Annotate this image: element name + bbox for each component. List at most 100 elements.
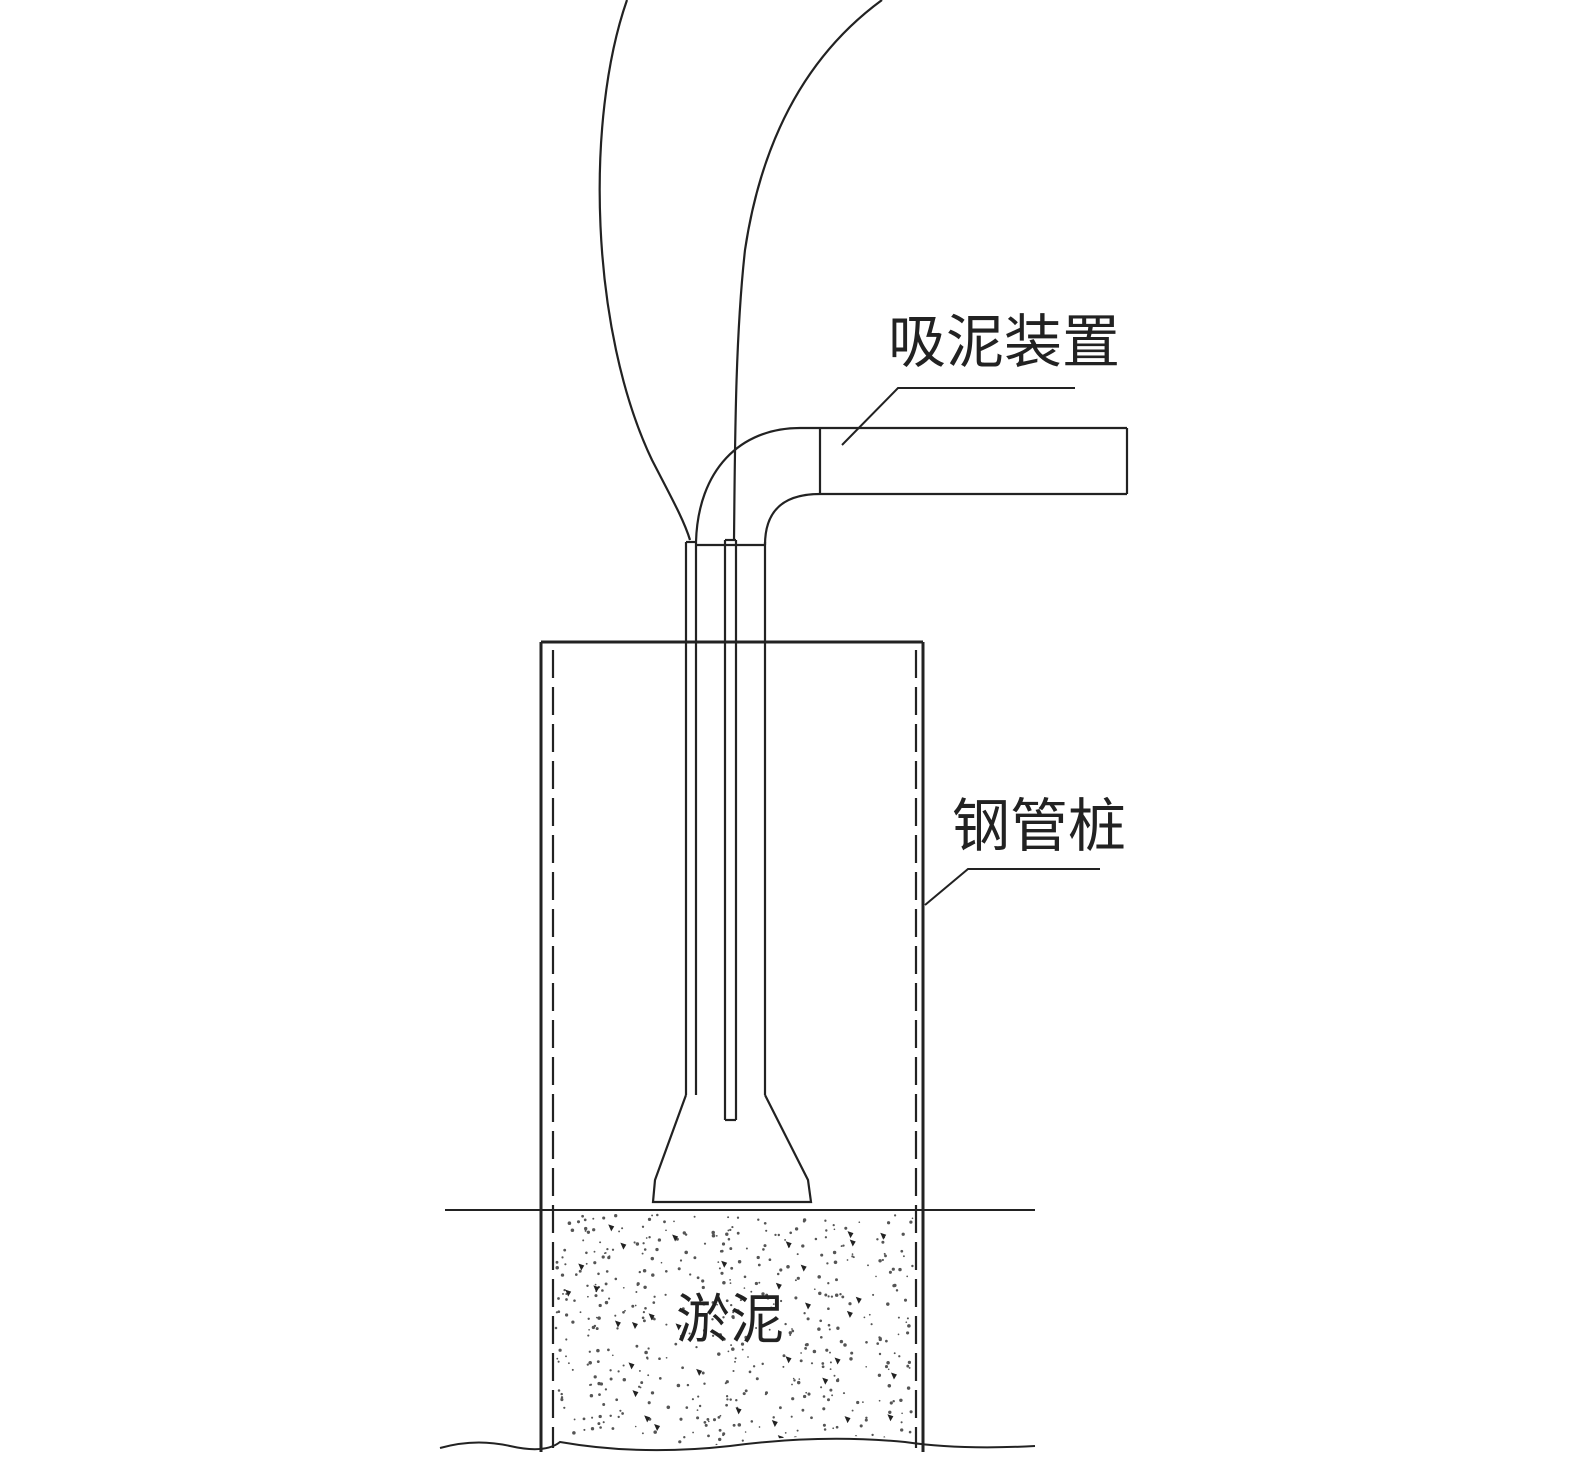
silt-speckle (651, 1273, 655, 1277)
silt-speckle (823, 1428, 827, 1431)
silt-speckle (562, 1292, 564, 1295)
silt-speckle (621, 1227, 624, 1230)
silt-speckle (584, 1229, 587, 1232)
silt-speckle (606, 1247, 609, 1251)
silt-fleck (847, 1231, 854, 1239)
label-silt: 淤泥 (676, 1288, 784, 1351)
silt-speckle (564, 1263, 567, 1266)
silt-speckle (747, 1356, 749, 1358)
silt-speckle (827, 1295, 830, 1298)
silt-speckle (693, 1256, 697, 1260)
silt-speckle (725, 1232, 729, 1236)
silt-speckle (682, 1231, 686, 1235)
silt-speckle (616, 1327, 619, 1330)
silt-speckle (702, 1302, 706, 1306)
silt-speckle (653, 1430, 657, 1434)
silt-speckle (695, 1345, 698, 1349)
silt-speckle (794, 1279, 797, 1282)
silt-speckle (560, 1273, 565, 1277)
silt-speckle (641, 1316, 645, 1320)
silt-speckle (730, 1344, 733, 1347)
silt-speckle (906, 1331, 910, 1335)
silt-speckle (604, 1251, 607, 1254)
silt-speckle (650, 1256, 655, 1261)
silt-speckle (596, 1348, 600, 1353)
silt-speckle (788, 1331, 792, 1335)
silt-speckle (796, 1276, 800, 1280)
silt-speckle (886, 1361, 890, 1365)
silt-speckle (683, 1436, 686, 1439)
silt-speckle (565, 1298, 568, 1301)
silt-fleck (644, 1415, 651, 1423)
silt-speckle (598, 1414, 602, 1419)
silt-speckle (794, 1227, 799, 1231)
silt-speckle (898, 1267, 902, 1272)
silt-speckle (589, 1393, 594, 1398)
silt-speckle (647, 1347, 650, 1350)
silt-speckle (881, 1240, 885, 1244)
silt-speckle (825, 1229, 828, 1232)
silt-speckle (757, 1263, 761, 1267)
silt-speckle (614, 1214, 618, 1218)
silt-speckle (784, 1432, 787, 1434)
silt-speckle (741, 1348, 744, 1351)
silt-speckle (567, 1362, 570, 1365)
silt-speckle (563, 1288, 566, 1292)
silt-speckle (835, 1425, 839, 1429)
silt-speckle (663, 1220, 666, 1224)
silt-speckle (791, 1397, 795, 1401)
silt-speckle (660, 1261, 663, 1264)
silt-speckle (722, 1281, 726, 1285)
silt-speckle (906, 1317, 909, 1320)
silt-speckle (696, 1409, 699, 1411)
silt-speckle (780, 1299, 783, 1303)
silt-speckle (743, 1275, 747, 1279)
silt-speckle (839, 1293, 842, 1296)
silt-fleck (849, 1239, 856, 1247)
silt-speckle (810, 1416, 813, 1420)
silt-speckle (886, 1302, 890, 1306)
silt-speckle (563, 1248, 567, 1252)
silt-fleck (887, 1414, 894, 1422)
silt-speckle (665, 1356, 668, 1359)
silt-speckle (850, 1351, 854, 1355)
silt-speckle (741, 1439, 744, 1442)
silt-speckle (822, 1423, 826, 1427)
silt-speckle (893, 1214, 897, 1217)
silt-speckle (595, 1316, 598, 1319)
silt-speckle (877, 1373, 882, 1377)
silt-speckle (717, 1352, 721, 1356)
silt-speckle (658, 1357, 661, 1361)
silt-speckle (859, 1424, 863, 1428)
silt-speckle (796, 1429, 799, 1432)
silt-speckle (681, 1366, 684, 1370)
silt-speckle (839, 1339, 844, 1344)
silt-speckle (634, 1304, 637, 1307)
silt-speckle (901, 1412, 903, 1415)
silt-speckle (856, 1400, 860, 1405)
silt-speckle (786, 1265, 790, 1269)
silt-speckle (830, 1295, 834, 1298)
silt-speckle (571, 1320, 575, 1324)
silt-speckle (720, 1249, 724, 1253)
silt-speckle (800, 1352, 802, 1354)
silt-fleck (735, 1407, 742, 1415)
silt-speckle (807, 1392, 811, 1396)
silt-speckle (909, 1220, 913, 1224)
silt-speckle (609, 1369, 612, 1372)
silt-speckle (804, 1347, 807, 1350)
silt-speckle (588, 1361, 592, 1365)
silt-speckle (698, 1404, 702, 1408)
silt-speckle (555, 1265, 559, 1270)
silt-speckle (731, 1347, 735, 1351)
hose-right (732, 0, 883, 541)
steel-pipe-pile (539, 640, 925, 1452)
silt-speckle (601, 1289, 604, 1292)
silt-speckle (824, 1293, 828, 1297)
silt-speckle (766, 1296, 770, 1300)
silt-speckle (593, 1261, 597, 1265)
silt-speckle (905, 1321, 908, 1324)
silt-speckle (867, 1264, 869, 1267)
silt-speckle (734, 1357, 737, 1360)
silt-speckle (824, 1236, 828, 1239)
